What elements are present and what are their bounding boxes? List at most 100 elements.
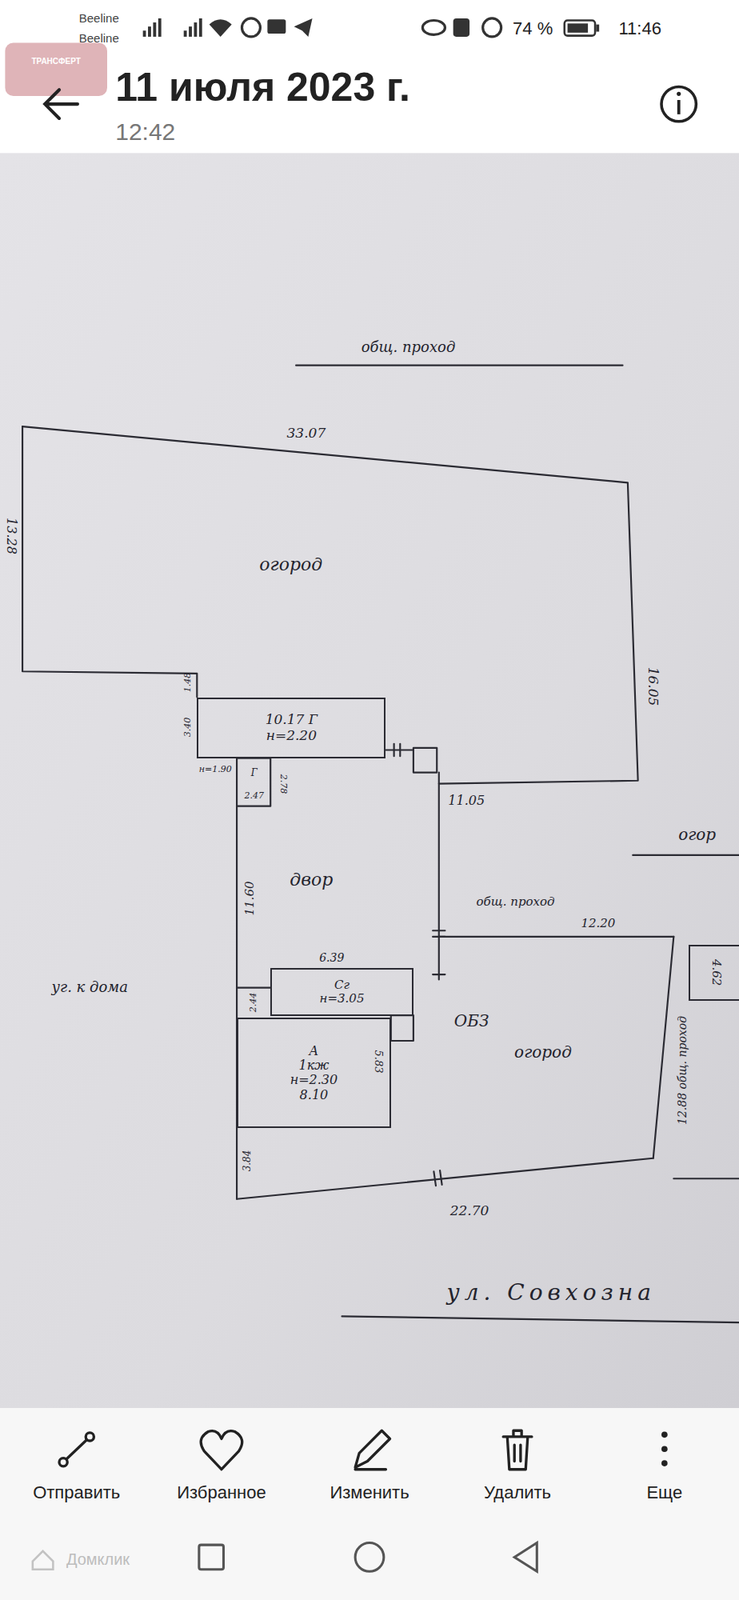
- battery-tip: [595, 24, 600, 32]
- heart-icon: [200, 1430, 243, 1470]
- signal-bar: [188, 26, 192, 37]
- battery-level: [567, 23, 589, 32]
- building-text: Сг: [334, 978, 350, 992]
- note-label: уг. к дома: [51, 978, 128, 996]
- signal-bar: [158, 18, 162, 37]
- toolbar-icons: [59, 1430, 532, 1469]
- neighbour-boundary: [673, 1177, 739, 1179]
- building-text: н=2.20: [266, 727, 317, 744]
- edit-icon: [355, 1430, 390, 1469]
- tick-mark: [432, 929, 445, 931]
- signal-bar: [147, 26, 152, 37]
- area-label: ОБЗ: [454, 1011, 490, 1031]
- recent-button: [199, 1544, 224, 1570]
- building-letter: Г: [251, 767, 258, 779]
- neighbour-box: 4.62: [688, 944, 739, 1001]
- dimension-label: 22.70: [450, 1202, 490, 1219]
- button-label: Изменить: [329, 1481, 409, 1502]
- west-boundary: [235, 806, 238, 1199]
- nfc-icon: [453, 18, 470, 37]
- shed-box: Сгн=3.05: [270, 967, 414, 1016]
- more-dot: [661, 1459, 668, 1467]
- yard-boundary: [438, 772, 440, 980]
- nav-bar: [199, 1542, 537, 1572]
- signal-bar: [152, 22, 156, 37]
- dimension-label: 3.40: [183, 716, 194, 737]
- building-text: 10.17 Г: [265, 711, 318, 728]
- garden-boundary: [22, 426, 197, 697]
- eye-icon: [422, 20, 445, 36]
- share-icon: [66, 1439, 88, 1459]
- info-icon-bar: [677, 99, 681, 115]
- building-text: А: [308, 1043, 319, 1059]
- watermark-logo: [4, 43, 108, 96]
- area-label: огор: [678, 824, 716, 843]
- button-label: Отправить: [32, 1481, 120, 1502]
- small-shed: [236, 758, 271, 807]
- mail-icon: [267, 19, 286, 34]
- more-icon: [661, 1431, 668, 1467]
- house-box: А1кжн=2.308.10: [236, 1017, 392, 1128]
- house-outline: [236, 986, 271, 989]
- watermark-text: Домклик: [66, 1549, 130, 1568]
- building-text: 1кж: [298, 1058, 329, 1073]
- building-text: н=2.30: [290, 1072, 339, 1087]
- watermark-text: ТРАНСФЕРТ: [31, 56, 80, 67]
- info-icon: [661, 86, 696, 121]
- building-text: н=3.05: [319, 991, 365, 1006]
- back-button: [514, 1542, 537, 1572]
- building-text: 8.10: [299, 1087, 329, 1103]
- building-text: 4.62: [709, 958, 724, 986]
- signal-bar: [193, 22, 197, 37]
- passage-label: общ. проход: [475, 895, 555, 910]
- garden-boundary: [22, 426, 639, 783]
- tick-mark: [439, 1170, 443, 1185]
- tick-mark: [393, 743, 396, 756]
- signal-bar: [199, 18, 203, 37]
- more-dot: [661, 1431, 668, 1439]
- area-label: огород: [514, 1042, 572, 1061]
- app-title: 11 июля 2023 г.: [115, 64, 411, 112]
- dimension-label: 13.28: [3, 517, 19, 555]
- whatsapp-icon: [241, 18, 260, 37]
- status-text: Beeline: [79, 31, 120, 46]
- button-label: Удалить: [483, 1481, 552, 1502]
- photo-paper: [0, 152, 739, 1408]
- area-label: двор: [289, 869, 333, 890]
- street-boundary: [236, 1158, 654, 1199]
- passage-label: 12.88 общ. проход: [675, 1014, 688, 1124]
- tick-mark: [432, 973, 445, 975]
- area-label: огород: [259, 554, 323, 575]
- wifi-icon: [209, 19, 232, 37]
- time-text: 12:42: [115, 117, 176, 146]
- neighbour-boundary: [632, 854, 739, 856]
- porch: [391, 1014, 414, 1041]
- dimension-label: 2.47: [244, 790, 265, 802]
- plot-boundaries: [22, 365, 739, 1323]
- garage-box: 10.17 Гн=2.20: [196, 697, 386, 759]
- watermark-icon: [32, 1550, 54, 1570]
- dimension-label: 5.83: [372, 1050, 385, 1074]
- status-text: 11:46: [618, 18, 661, 39]
- street-line: [342, 1315, 739, 1323]
- street-label: ул. Совхозна: [446, 1279, 656, 1306]
- dimension-label: 3.84: [242, 1150, 254, 1172]
- passage-line: [439, 935, 675, 938]
- telegram-icon: [294, 18, 313, 37]
- dimension-label: 11.60: [243, 881, 257, 916]
- dimension-label: 16.05: [644, 666, 661, 706]
- alarm-icon: [483, 18, 502, 37]
- button-label: Еще: [646, 1481, 683, 1502]
- small-structure: [413, 747, 437, 773]
- dimension-label: 2.44: [247, 992, 259, 1013]
- signal-bar: [183, 30, 188, 37]
- button-label: Избранное: [176, 1481, 267, 1502]
- passage-line: [295, 364, 623, 367]
- battery-icon: [564, 20, 596, 36]
- more-dot: [661, 1445, 668, 1452]
- dimension-label: 6.39: [319, 950, 344, 964]
- height-label: н=1.90: [199, 764, 232, 775]
